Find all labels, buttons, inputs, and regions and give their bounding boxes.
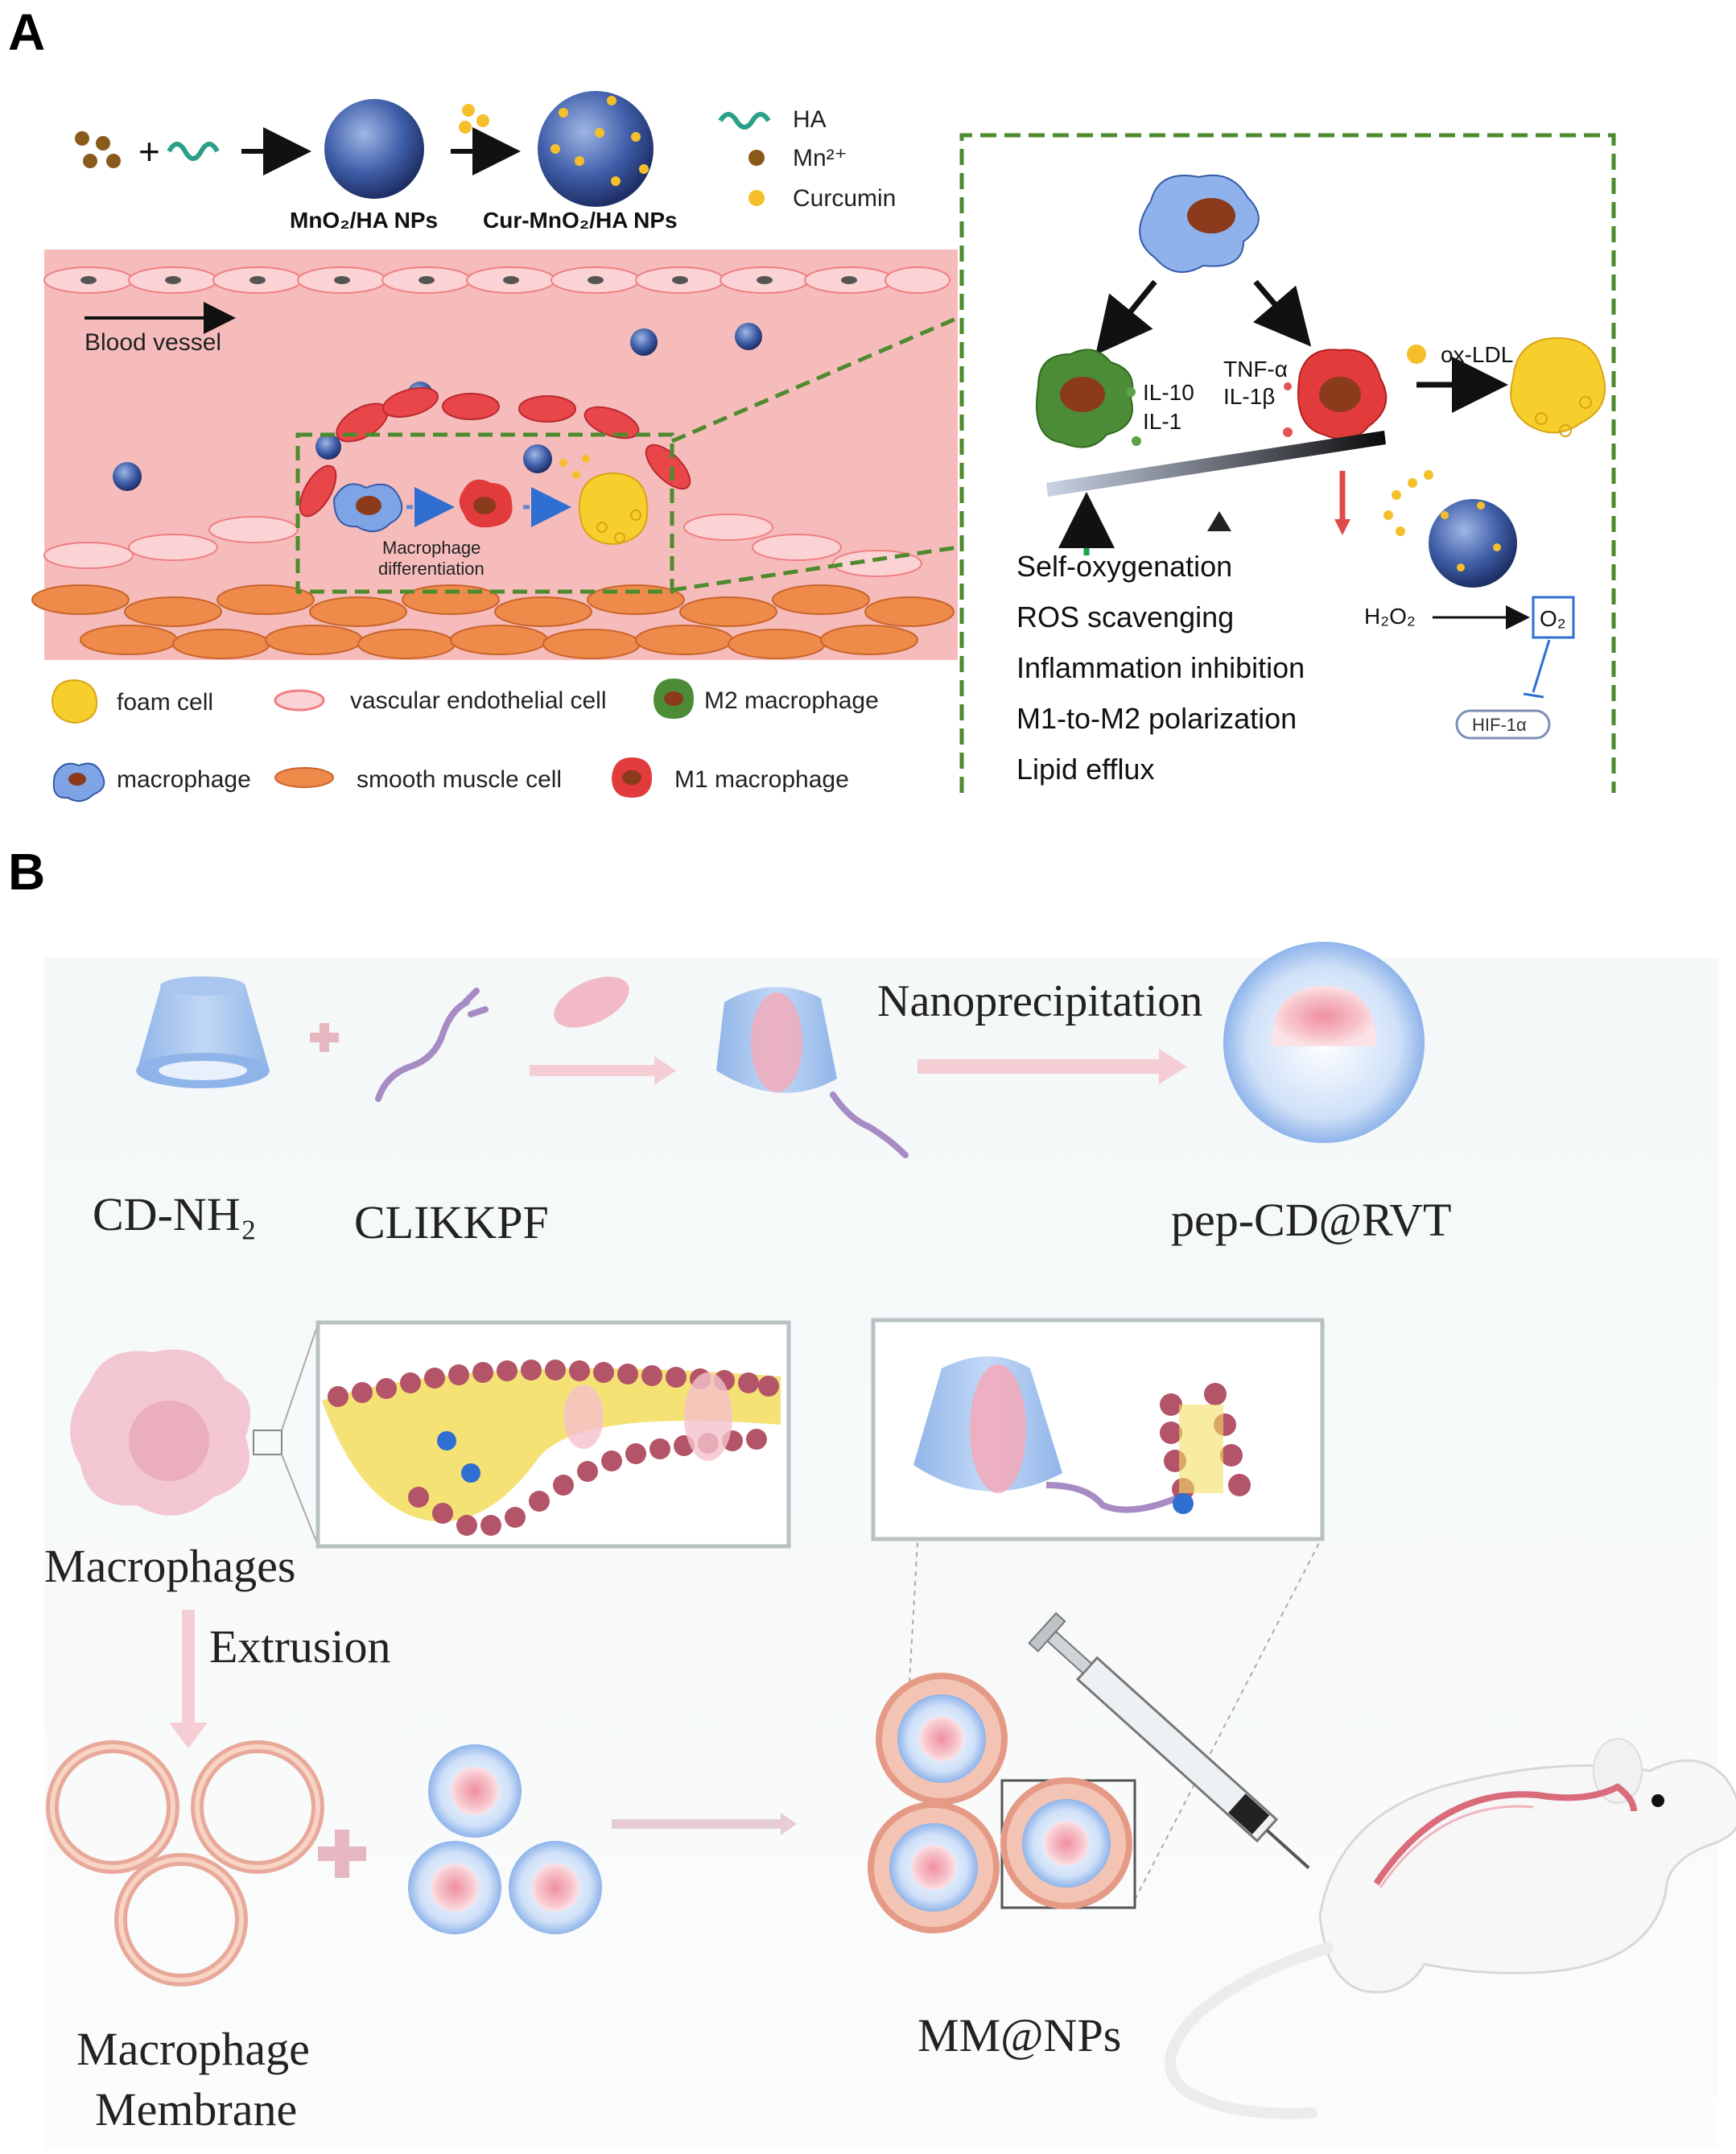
o2-box (1532, 596, 1575, 639)
legend-macrophage-label: macrophage (117, 766, 251, 793)
foam-cell-large (1510, 336, 1606, 434)
blood-vessel-scene: Blood vessel (31, 250, 958, 660)
panel-a: A + MnO₂/HA NPs (8, 3, 1616, 803)
macrophage-diff-label-1: Macrophage (382, 538, 480, 558)
ha-icon (718, 112, 771, 130)
curcumin-dots-inset (559, 455, 590, 479)
to-m1-arrow (1252, 279, 1312, 347)
membrane-label-1: Macrophage (76, 2023, 310, 2075)
plus-sign-b1 (310, 1023, 339, 1052)
inset-nanoparticle (1383, 470, 1517, 588)
mno2-ha-nanoparticle (324, 99, 424, 199)
effect-4: M1-to-M2 polarization (1016, 702, 1297, 735)
mm-nps-cluster (868, 1673, 1136, 1933)
o2-label: O₂ (1540, 606, 1566, 631)
il10-label: IL-10 (1143, 380, 1194, 405)
hif-pill (1455, 709, 1551, 740)
cd-peptide-inset (871, 1318, 1325, 1541)
nanoprecipitation-label: Nanoprecipitation (877, 976, 1202, 1026)
differentiation-box (295, 432, 674, 594)
legend-foam-label: foam cell (117, 689, 213, 716)
np2-label: Cur-MnO₂/HA NPs (483, 208, 678, 233)
membrane-label-2: Membrane (95, 2083, 297, 2135)
extrusion-label: Extrusion (209, 1620, 391, 1673)
arrow-b3 (612, 1813, 797, 1835)
mechanism-inset: IL-10 IL-1 TNF-α IL-1β ox-LDL (959, 133, 1616, 793)
pep-cd-rvt-nanoparticle (1223, 942, 1425, 1143)
arrow-b1 (530, 1056, 676, 1085)
arrow-b2 (917, 1049, 1187, 1084)
zoom-connector-bottom (671, 545, 959, 592)
legend-curcumin-label: Curcumin (793, 185, 896, 212)
effect-2: ROS scavenging (1016, 600, 1234, 633)
cd-nh2-label: CD-NH₂ (93, 1188, 257, 1240)
macrophages-label: Macrophages (44, 1540, 295, 1592)
top-legend: HA Mn²⁺ Curcumin (718, 106, 896, 212)
ox-ldl-icon (1407, 345, 1426, 364)
mm-nps-label: MM@NPs (917, 2009, 1121, 2061)
panel-b: B Nanoprecipitation (8, 843, 1736, 2149)
il1-label: IL-1 (1143, 409, 1181, 434)
legend-mn-label: Mn²⁺ (793, 145, 847, 171)
mn-ion-cluster (75, 131, 121, 168)
legend-endothelial-label: vascular endothelial cell (350, 687, 607, 714)
mn-icon (748, 150, 765, 166)
membrane-inset (315, 1320, 791, 1549)
h2o2-label: H₂O₂ (1364, 604, 1416, 629)
macrophage-diff-label-2: differentiation (378, 559, 485, 579)
hif-label: HIF-1α (1472, 715, 1527, 735)
clikkpf-label: CLIKKPF (354, 1196, 549, 1248)
il1b-label: IL-1β (1223, 384, 1275, 409)
smooth-muscle-layer (31, 584, 955, 659)
panel-b-label: B (8, 843, 45, 901)
effect-1: Self-oxygenation (1016, 550, 1232, 583)
np1-label: MnO₂/HA NPs (290, 208, 438, 233)
curcumin-cluster (459, 104, 489, 134)
panel-a-label: A (8, 3, 45, 61)
rvt-drug-ellipse (554, 976, 629, 1028)
cur-mno2-ha-nanoparticle (538, 91, 654, 207)
legend-foam-icon (51, 679, 98, 724)
nanoparticle-trio (408, 1744, 602, 1934)
inhibit-line (1532, 639, 1551, 693)
effect-5: Lipid efflux (1016, 753, 1154, 786)
legend-smooth-muscle-icon (274, 767, 334, 788)
endothelium-bottom (43, 514, 922, 577)
ox-ldl-label: ox-LDL (1441, 342, 1513, 367)
cell-legend: foam cell vascular endothelial cell M2 m… (51, 679, 879, 803)
pep-cd-rvt-label: pep-CD@RVT (1171, 1194, 1451, 1246)
mouse-icon (1165, 1738, 1736, 2119)
curcumin-icon (748, 190, 765, 206)
legend-endothelial-icon (274, 689, 325, 712)
membrane-vesicles (46, 1740, 324, 1987)
peptide-cd-complex (716, 987, 909, 1158)
extrusion-arrow (169, 1610, 208, 1748)
legend-m1-label: M1 macrophage (674, 766, 849, 793)
plus-sign-b2 (318, 1830, 366, 1878)
endothelium-plaque (299, 387, 691, 518)
foam-cell-small (578, 472, 649, 546)
cd-nh2-cup (136, 976, 270, 1088)
seesaw-beam (1046, 431, 1386, 497)
legend-smooth-muscle-label: smooth muscle cell (357, 766, 562, 793)
tnf-label: TNF-α (1223, 357, 1288, 382)
legend-m2-label: M2 macrophage (704, 687, 879, 714)
legend-ha-label: HA (793, 106, 827, 133)
effect-3: Inflammation inhibition (1016, 651, 1305, 684)
syringe-icon (1028, 1611, 1310, 1870)
blood-vessel-label: Blood vessel (85, 329, 221, 356)
to-m2-arrow (1095, 279, 1157, 355)
synthesis-row: + MnO₂/HA NPs Cur-MnO₂/HA NPs (75, 91, 678, 233)
clikkpf-peptide (375, 988, 489, 1102)
ha-strand-icon (167, 142, 220, 161)
seesaw-fulcrum (1207, 511, 1231, 531)
zoom-connector-top (671, 316, 959, 444)
plus-sign: + (138, 130, 160, 172)
